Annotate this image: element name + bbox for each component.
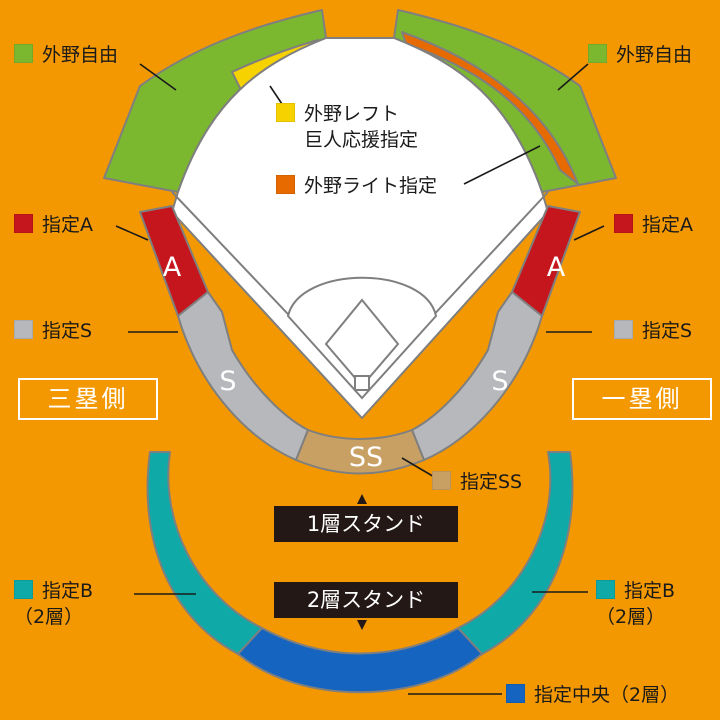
legend-swatch-designated-s	[14, 320, 33, 339]
tier1-label: 1層スタンド	[274, 506, 458, 542]
section-designated-center[interactable]	[237, 627, 483, 694]
playing-field	[171, 37, 549, 419]
section-right-outfield[interactable]	[401, 31, 579, 185]
third-base-side-label: 三塁側	[18, 378, 158, 420]
label-outfield-free-left: 外野自由	[14, 44, 118, 66]
section-designated-ss[interactable]	[295, 429, 425, 475]
label-right-outfield: 外野ライト指定	[276, 175, 437, 197]
legend-swatch-designated-s	[614, 320, 633, 339]
label-designated-b-left: 指定B （2層）	[14, 580, 94, 628]
leader-lines	[115, 63, 605, 695]
label-designated-a-left: 指定A	[14, 214, 93, 236]
section-mark-a-right: A	[547, 252, 566, 283]
label-designated-a-right: 指定A	[614, 214, 693, 236]
section-mark-s-right: S	[491, 366, 508, 397]
first-base-side-label: 一塁側	[572, 378, 712, 420]
legend-swatch-outfield-free	[14, 44, 33, 63]
legend-swatch-designated-a	[14, 214, 33, 233]
legend-swatch-designated-center	[506, 684, 525, 703]
section-mark-s-left: S	[219, 366, 236, 397]
legend-swatch-designated-ss	[432, 471, 451, 490]
legend-swatch-designated-a	[614, 214, 633, 233]
label-designated-s-right: 指定S	[614, 320, 692, 342]
label-designated-ss: 指定SS	[432, 471, 522, 493]
section-mark-ss: SS	[349, 442, 383, 473]
legend-swatch-designated-b	[596, 580, 615, 599]
label-outfield-free-right: 外野自由	[588, 44, 692, 66]
tier1-arrow-up	[357, 494, 367, 504]
legend-swatch-designated-b	[14, 580, 33, 599]
tier2-arrow-down	[357, 620, 367, 630]
tier2-label: 2層スタンド	[274, 582, 458, 618]
legend-swatch-outfield-free	[588, 44, 607, 63]
baseball-diamond	[171, 191, 549, 400]
label-designated-center: 指定中央（2層）	[506, 684, 679, 706]
legend-swatch-left-giants	[276, 103, 295, 122]
section-designated-b-left[interactable]	[146, 451, 263, 655]
section-mark-a-left: A	[163, 252, 182, 283]
label-designated-s-left: 指定S	[14, 320, 92, 342]
label-left-giants: 外野レフト 巨人応援指定	[276, 101, 418, 153]
legend-swatch-right-outfield	[276, 175, 295, 194]
label-designated-b-right: 指定B （2層）	[596, 580, 676, 628]
